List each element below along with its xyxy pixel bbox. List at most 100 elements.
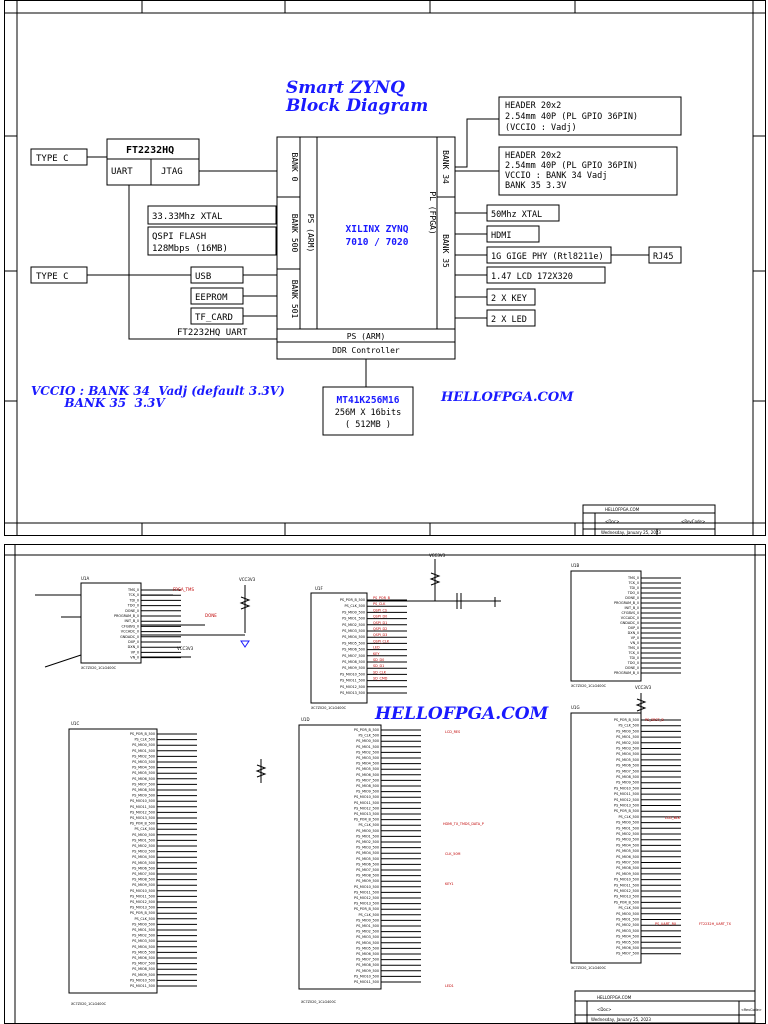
pin-label: PS_MIO10_500 [614,786,639,790]
pin-label: PS_MIO6_500 [616,946,639,950]
pin-label: PS_MIO10_500 [354,974,379,978]
pin-label: PS_POR_B_500 [614,718,639,722]
pin-label: PS_MIO8_500 [132,788,155,792]
pin-label: DXP_0 [628,626,639,630]
pin-label: PS_MIO0_500 [356,918,379,922]
pin-label: PS_MIO4_500 [132,945,155,949]
type-c-1-label: TYPE C [36,154,69,164]
pin-label: PS_MIO8_500 [132,967,155,971]
u1f-ref: U1F [315,586,323,591]
pin-label: TDI_0 [128,598,139,602]
pin-label: PS_MIO4_500 [342,635,365,639]
pin-label: PS_MIO3_500 [356,756,379,760]
pin-label: PS_MIO11_500 [340,679,365,683]
pin-label: PS_MIO5_500 [342,641,365,645]
ft-jtag-block [150,158,200,186]
u1b-part: XC7Z020_1CLG400C [571,684,607,688]
pin-label: PS_MIO7_500 [356,778,379,782]
u1g-vcc-label: VCC3V3 [635,685,652,690]
pin-label: PS_CLK_500 [358,734,379,738]
pin-label: INIT_B_0 [125,619,139,623]
pin-label: PS_CLK_500 [344,604,365,608]
u1d-ref: U1D [301,717,310,722]
pin-label: TMS_0 [627,646,639,650]
lcd-label: 1.47 LCD 172X320 [491,272,573,282]
net-label: LED [373,646,380,650]
pin-label: PS_MIO13_500 [354,812,379,816]
pin-label: PS_MIO5_500 [132,771,155,775]
pin-label: PS_MIO13_500 [614,804,639,808]
pin-label: DXN_0 [128,645,139,649]
pin-label: PS_MIO0_500 [616,729,639,733]
pin-label: PS_MIO11_500 [130,894,155,898]
pin-label: PS_MIO1_500 [356,745,379,749]
u1g-pin-list: PS_POR_B_500PS_CLK_500PS_MIO0_500PS_MIO1… [614,718,681,956]
eeprom-label: EEPROM [195,293,228,303]
pin-label: DONE_0 [625,596,639,600]
pin-label: PS_MIO3_500 [132,760,155,764]
pin-label: TCK_0 [128,593,139,597]
pin-label: PROGRAM_B_0 [614,601,639,605]
pin-label: PS_MIO3_500 [616,747,639,751]
page2-tb-doc: <Doc> [597,1007,611,1012]
net-label: SD_D0 [373,658,384,662]
pin-label: PS_MIO1_500 [356,924,379,928]
net-hdmi-data: HDMI_TX_TMDS_DATA_P [443,822,484,826]
pin-label: PS_MIO4_500 [132,855,155,859]
pin-label: PS_POR_B_500 [130,822,155,826]
u1d-symbol [298,724,382,990]
ps-arm-vertical-label: PS (ARM) [306,214,315,253]
pin-label: PS_MIO6_500 [132,866,155,870]
pin-label: PS_MIO0_500 [616,821,639,825]
page1-tb-date: Wednesday, January 25, 2023 [601,530,661,535]
vccio-note-line1: VCCIO : BANK 34 Vadj (default 3.3V) [31,384,285,398]
net-led1: LED1 [445,984,454,988]
pin-label: PS_MIO5_500 [356,767,379,771]
pin-label: TDI_0 [628,656,639,660]
pin-label: PS_MIO2_500 [356,930,379,934]
pin-label: VP_0 [131,650,139,654]
pin-label: GNDADC_0 [620,621,639,625]
qspi-flash-line2: 128Mbps (16MB) [152,244,228,254]
page2-tb-title: HELLOFPGA.COM [597,995,632,1000]
header1-block [498,96,682,136]
ddr-chip-block [322,386,414,436]
schematic-canvas: U1A TMS_0TCK_0TDI_0TDO_0DONE_0PROGRAM_B_… [5,545,765,1023]
pin-label: PS_MIO4_500 [132,766,155,770]
pin-label: PS_MIO6_500 [356,952,379,956]
net-clk-50m: CLK_50M [445,852,460,856]
pin-label: PS_MIO12_500 [354,806,379,810]
pin-label: PS_MIO9_500 [356,969,379,973]
pin-label: PS_MIO6_500 [616,764,639,768]
pin-label: PS_POR_B_500 [614,809,639,813]
net-label: QSPI_CLK [373,639,390,643]
pin-label: PS_MIO4_500 [616,752,639,756]
header1-line2: 2.54mm 40P (PL GPIO 36PIN) [505,112,638,122]
schematic-watermark: HELLOFPGA.COM [374,704,550,724]
ft-uart-label: UART [111,167,133,177]
pin-label: CFGBVS_0 [122,624,140,628]
pin-label: PS_MIO0_500 [616,912,639,916]
page1-tb-title: HELLOFPGA.COM [605,507,640,512]
pin-label: PS_MIO0_500 [132,743,155,747]
pin-label: PS_MIO7_500 [132,962,155,966]
pin-label: PS_MIO12_500 [130,810,155,814]
pin-label: PROGRAM_B_0 [114,614,139,618]
pin-label: VN_0 [630,641,639,645]
pin-label: DXN_0 [628,631,639,635]
pin-label: TCK_0 [628,581,639,585]
pin-label: PS_MIO9_500 [616,872,639,876]
pin-label: PS_MIO2_500 [616,741,639,745]
u1f-symbol [310,592,368,704]
u1a-ref: U1A [81,576,89,581]
pin-label: CFGBVS_0 [622,611,640,615]
pin-label: PS_MIO6_500 [132,956,155,960]
pin-label: PS_MIO6_500 [356,773,379,777]
pin-label: VN_0 [130,656,139,660]
pin-label: PS_MIO8_500 [342,660,365,664]
pin-label: PS_MIO12_500 [614,889,639,893]
pin-label: PS_MIO11_500 [614,883,639,887]
pin-label: TDO_0 [127,604,139,608]
pin-label: PS_MIO1_500 [616,826,639,830]
pin-label: PS_MIO2_500 [356,750,379,754]
